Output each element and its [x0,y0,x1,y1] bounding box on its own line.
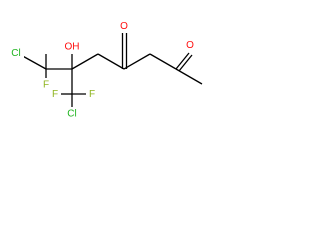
molecule-structure: Cl F OH F F Cl O O [8,20,203,120]
bond-c7-c8 [175,68,203,85]
atom-cl-upper: Cl [8,47,24,60]
bond-c5-c6 [123,53,151,70]
atom-label-f-upper-left: F [43,80,49,91]
atom-f-lower-left: F [49,88,61,101]
atom-label-cl-upper: Cl [11,48,20,59]
bond-layer [18,32,203,110]
atom-cl-lower: Cl [64,107,80,120]
atom-f-lower-right: F [86,88,98,101]
atom-f-upper-left: F [40,78,52,91]
bond-c6-c7 [149,53,177,70]
atom-label-oh: OH [65,42,80,53]
atom-o-ketone-right: O [184,39,196,52]
bond-c7-o3-a [175,52,190,70]
atom-label-o-ketone-right: O [186,40,194,51]
atom-label-cl-lower: Cl [67,109,76,120]
atom-label-o-ketone-middle: O [120,21,128,32]
atom-o-ketone-middle: O [118,20,130,33]
atom-label-f-lower-left: F [52,89,58,100]
atom-label-f-lower-right: F [89,89,95,100]
bond-c7-o3-b [178,54,193,72]
bond-c4-c5 [97,53,125,70]
bond-c2-c4 [71,53,99,70]
atom-oh: OH [62,41,82,54]
label-layer: Cl F OH F F Cl O O [8,20,196,120]
